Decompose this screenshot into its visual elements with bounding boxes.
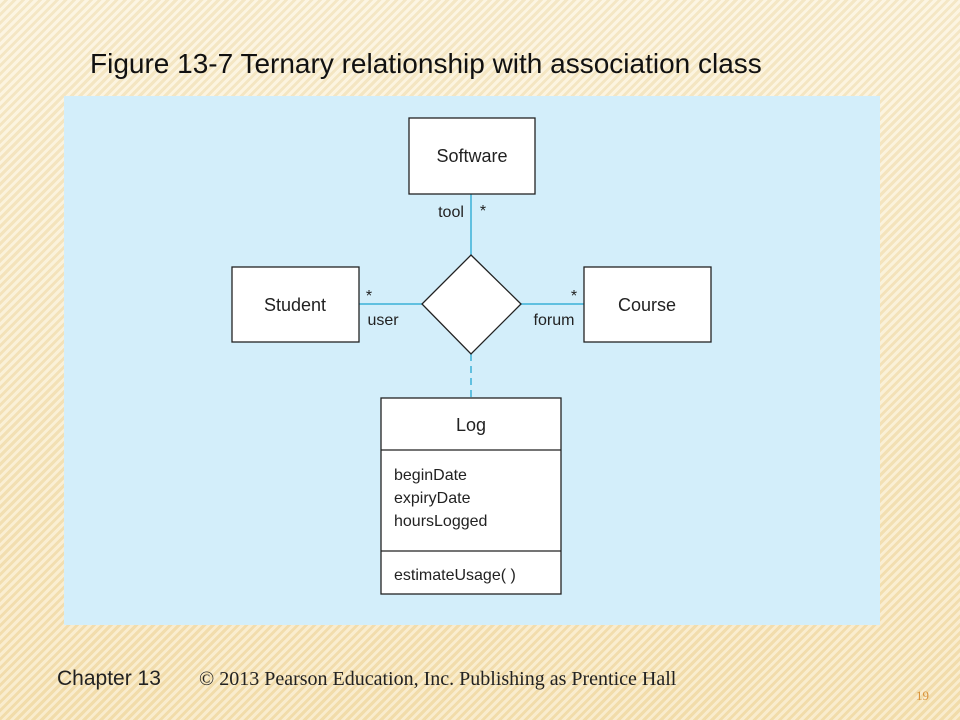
log-attribute-begin-date: beginDate (394, 467, 467, 484)
association-class-log[interactable]: Log beginDate expiryDate hoursLogged est… (380, 397, 562, 595)
role-forum: forum (534, 312, 575, 329)
association-class-log-label: Log (456, 415, 486, 435)
role-user: user (367, 312, 399, 329)
multiplicity-user: * (366, 288, 372, 305)
multiplicity-tool: * (480, 203, 486, 220)
figure-panel: Software Student Course tool * * user * … (64, 96, 880, 625)
footer-copyright: © 2013 Pearson Education, Inc. Publishin… (199, 668, 677, 690)
class-software[interactable]: Software (408, 117, 536, 195)
footer-chapter: Chapter 13 (57, 667, 161, 690)
log-attribute-expiry-date: expiryDate (394, 490, 471, 507)
page-number: 19 (916, 688, 929, 703)
ternary-association-diamond[interactable] (421, 254, 522, 355)
log-operation-estimate-usage: estimateUsage( ) (394, 567, 516, 584)
multiplicity-forum: * (571, 288, 577, 305)
class-course[interactable]: Course (583, 266, 712, 343)
role-tool: tool (438, 204, 464, 221)
class-software-label: Software (436, 146, 507, 166)
log-attribute-hours-logged: hoursLogged (394, 513, 487, 530)
uml-diagram: Software Student Course tool * * user * … (231, 117, 712, 595)
class-course-label: Course (618, 295, 676, 315)
slide-title: Figure 13-7 Ternary relationship with as… (90, 48, 762, 79)
class-student-label: Student (264, 295, 326, 315)
class-student[interactable]: Student (231, 266, 360, 343)
